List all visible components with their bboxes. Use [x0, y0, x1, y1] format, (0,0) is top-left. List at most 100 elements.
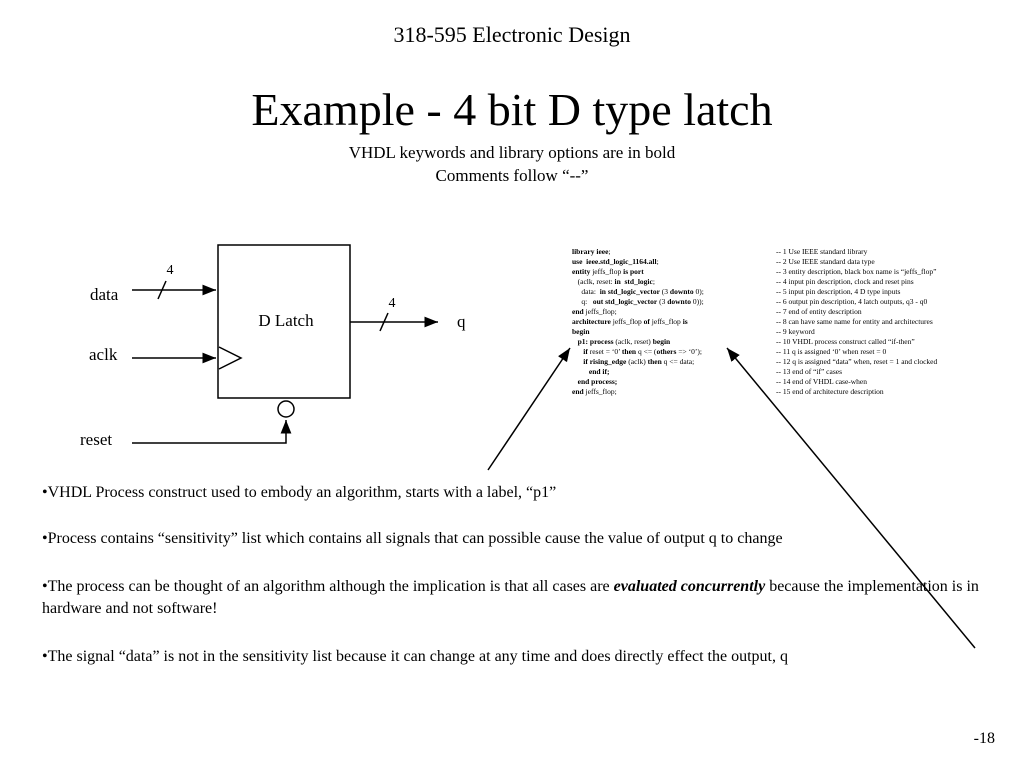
bullet-concurrent-post: because the implementation is in hardwar… — [42, 578, 979, 617]
code-comment: -- 14 end of VHDL case-when — [776, 377, 868, 386]
code-line: end jeffs_flop; — [572, 387, 772, 397]
code-keyword: end — [572, 387, 584, 396]
code-comment: -- 10 VHDL process construct called “if-… — [776, 337, 915, 346]
bullet-data-signal: •The signal “data” is not in the sensiti… — [42, 648, 788, 665]
code-keyword: begin — [652, 337, 671, 346]
code-text: q: — [572, 297, 593, 306]
code-text: data: — [572, 287, 600, 296]
code-text: q <= ( — [636, 347, 657, 356]
data-bus-width: 4 — [167, 263, 174, 278]
code-line: entity jeffs_flop is port — [572, 267, 772, 277]
code-comment: -- 6 output pin description, 4 latch out… — [776, 297, 928, 306]
code-line: if rising_edge (aclk) then q <= data; — [572, 357, 772, 367]
code-keyword: if rising_edge — [572, 357, 627, 366]
code-comment: -- 2 Use IEEE standard data type — [776, 257, 875, 266]
code-keyword: p1: process — [572, 337, 614, 346]
code-keyword: is — [682, 317, 688, 326]
code-keyword: is port — [623, 267, 644, 276]
code-text: reset = ‘0’ — [587, 347, 622, 356]
code-line: q: out std_logic_vector (3 downto 0)); — [572, 297, 772, 307]
callout-arrow-rising-edge — [726, 347, 976, 649]
code-text: (3 — [659, 287, 670, 296]
code-keyword: in std_logic — [614, 277, 653, 286]
code-line: p1: process (aclk, reset) begin — [572, 337, 772, 347]
code-line: begin — [572, 327, 772, 337]
code-text: jeffs_flop — [590, 267, 624, 276]
code-text: (3 — [657, 297, 668, 306]
callout-arrow-process — [487, 347, 571, 471]
code-text: jeffs_flop — [649, 317, 683, 326]
clock-triangle — [218, 346, 243, 370]
code-line: library ieee; — [572, 247, 772, 257]
code-keyword: out std_logic_vector — [592, 297, 658, 306]
code-line: if reset = ‘0’ then q <= (others => ‘0’)… — [572, 347, 772, 357]
code-keyword: entity — [572, 267, 591, 276]
code-text: q <= data; — [661, 357, 695, 366]
code-keyword: downto — [667, 297, 691, 306]
code-comment: -- 15 end of architecture description — [776, 387, 884, 396]
subtitle-comments-note: Comments follow “--” — [435, 166, 589, 185]
code-comment: -- 9 keyword — [776, 327, 815, 336]
bullet-process-construct: •VHDL Process construct used to embody a… — [42, 484, 557, 501]
code-comment: -- 1 Use IEEE standard library — [776, 247, 868, 256]
clock-input-label: aclk — [89, 345, 118, 364]
code-comment: -- 3 entity description, black box name … — [776, 267, 937, 276]
reset-input-label: reset — [80, 430, 112, 449]
code-text: (aclk) — [626, 357, 648, 366]
code-line: use ieee.std_logic_1164.all; — [572, 257, 772, 267]
code-text: ; — [656, 257, 659, 266]
code-keyword: architecture — [572, 317, 611, 326]
data-input-label: data — [90, 285, 119, 304]
code-line: data: in std_logic_vector (3 downto 0); — [572, 287, 772, 297]
code-text: jeffs_flop — [610, 317, 644, 326]
code-keyword: downto — [669, 287, 694, 296]
bullet-concurrent-emphasis: evaluated concurrently — [613, 578, 766, 595]
code-line: architecture jeffs_flop of jeffs_flop is — [572, 317, 772, 327]
code-line: end process; — [572, 377, 772, 387]
q-output-label: q — [457, 312, 466, 331]
code-keyword: in std_logic_vector — [599, 287, 660, 296]
subtitle-keywords-note: VHDL keywords and library options are in… — [348, 143, 676, 162]
code-text: 0); — [693, 287, 704, 296]
code-comment: -- 7 end of entity description — [776, 307, 862, 316]
code-text: => ‘0’); — [676, 347, 702, 356]
code-text: jeffs_flop; — [583, 307, 617, 316]
code-text: (aclk, reset) — [613, 337, 653, 346]
code-keyword: if — [572, 347, 588, 356]
vhdl-comments: -- 1 Use IEEE standard library-- 2 Use I… — [776, 247, 986, 397]
code-text: jeffs_flop; — [583, 387, 617, 396]
q-bus-slash — [379, 312, 389, 332]
vhdl-code: library ieee;use ieee.std_logic_1164.all… — [572, 247, 772, 397]
reset-input-wire — [132, 420, 292, 444]
code-text: ; — [652, 277, 655, 286]
slide-title: Example - 4 bit D type latch — [251, 84, 773, 135]
code-line: end jeffs_flop; — [572, 307, 772, 317]
code-keyword: use ieee.std_logic_1164.all — [572, 257, 657, 266]
code-comment: -- 12 q is assigned “data” when, reset =… — [776, 357, 938, 366]
bullet-concurrent-evaluation: •The process can be thought of an algori… — [42, 576, 1022, 620]
code-comment: -- 13 end of “if” cases — [776, 367, 843, 376]
latch-block-label: D Latch — [258, 311, 314, 330]
code-keyword: of — [643, 317, 650, 326]
code-line: (aclk, reset: in std_logic; — [572, 277, 772, 287]
code-keyword: begin — [572, 327, 590, 336]
code-text: 0)); — [690, 297, 704, 306]
code-comment: -- 11 q is assigned ‘0’ when reset = 0 — [776, 347, 887, 356]
code-text: ; — [608, 247, 611, 256]
code-comment: -- 8 can have same name for entity and a… — [776, 317, 933, 326]
code-keyword: end if; — [572, 367, 610, 376]
code-keyword: end process; — [572, 377, 618, 386]
reset-inversion-bubble — [277, 400, 295, 418]
code-keyword: then — [647, 357, 662, 366]
code-comment: -- 5 input pin description, 4 D type inp… — [776, 287, 901, 296]
bullet-concurrent-pre: •The process can be thought of an algori… — [42, 578, 614, 595]
code-keyword: others — [656, 347, 677, 356]
code-keyword: end — [572, 307, 584, 316]
q-bus-width: 4 — [389, 296, 396, 311]
code-comment: -- 4 input pin description, clock and re… — [776, 277, 914, 286]
bullet-sensitivity-list: •Process contains “sensitivity” list whi… — [42, 530, 783, 547]
data-bus-slash — [157, 280, 167, 300]
code-keyword: then — [621, 347, 637, 356]
code-line: end if; — [572, 367, 772, 377]
